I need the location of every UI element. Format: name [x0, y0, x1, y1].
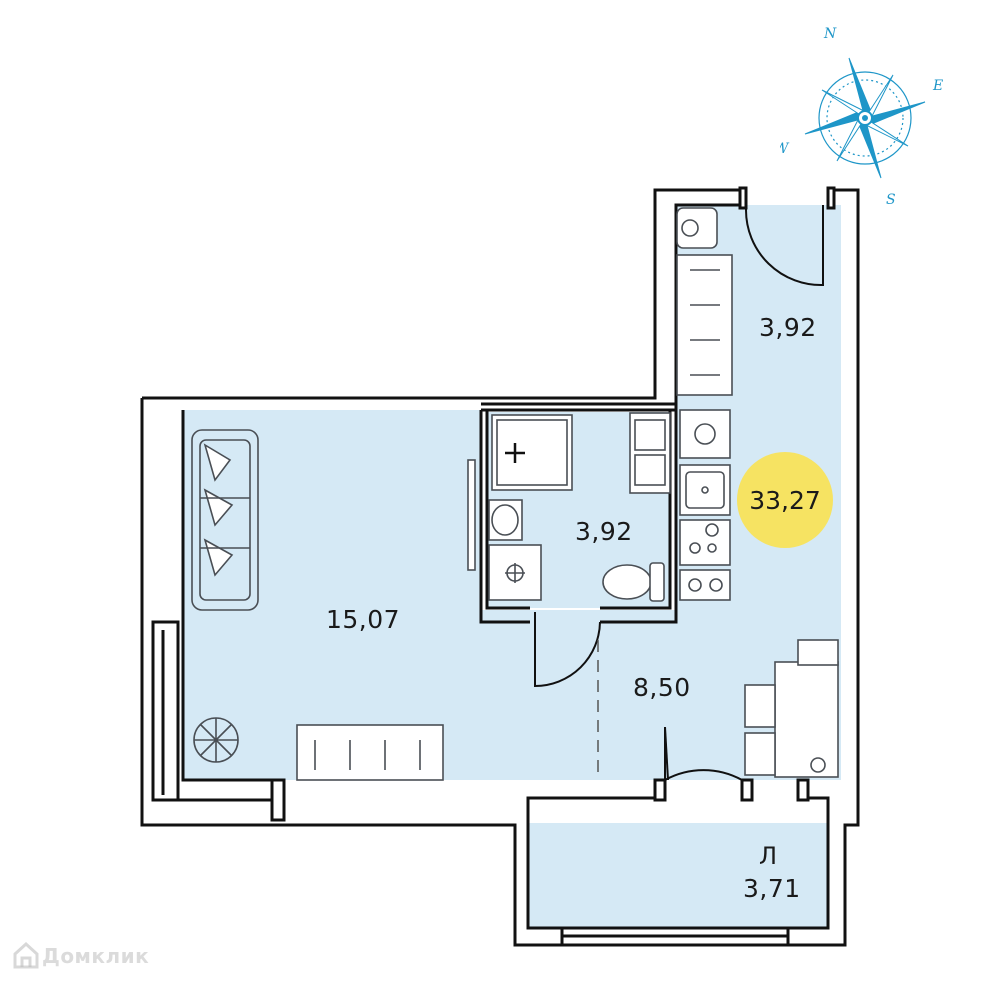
hallway-area: 3,92	[759, 313, 817, 342]
oven	[679, 519, 731, 566]
kitchen-sink	[679, 464, 731, 516]
balcony-code: Л	[759, 842, 778, 870]
compass-east: E	[932, 78, 943, 94]
sofa	[191, 429, 259, 611]
washing-machine	[488, 544, 542, 601]
walls	[140, 186, 860, 947]
cooktop	[679, 569, 731, 601]
kitchen-shelf	[629, 412, 671, 494]
balcony-area: 3,71	[743, 874, 801, 903]
dining-set	[744, 639, 839, 778]
compass-south: S	[886, 192, 896, 208]
fridge	[679, 409, 731, 459]
compass-west: W	[780, 141, 790, 157]
bathroom-door	[534, 612, 601, 688]
plant	[193, 717, 239, 763]
living-room-area: 15,07	[326, 605, 401, 634]
kitchen-area: 8,50	[633, 673, 691, 702]
furniture	[191, 207, 839, 781]
wardrobe-living	[296, 724, 444, 781]
tv	[467, 459, 476, 571]
shower	[491, 414, 573, 491]
living-room-fill	[183, 410, 481, 780]
total-area-value: 33,27	[749, 485, 821, 515]
wardrobe-hallway	[676, 207, 733, 396]
compass-north: N	[823, 26, 837, 42]
toilet	[602, 562, 665, 602]
watermark-text: Домклик	[42, 944, 150, 968]
compass-icon: N E S W	[780, 26, 943, 208]
kitchen-fill	[481, 610, 676, 780]
bathroom-area: 3,92	[575, 517, 633, 546]
balcony-fill	[528, 823, 828, 928]
total-area-badge: 33,27	[737, 452, 833, 548]
entrance-door	[745, 205, 824, 287]
doors	[534, 205, 824, 782]
home-icon	[13, 941, 39, 969]
bath-sink	[488, 499, 523, 541]
